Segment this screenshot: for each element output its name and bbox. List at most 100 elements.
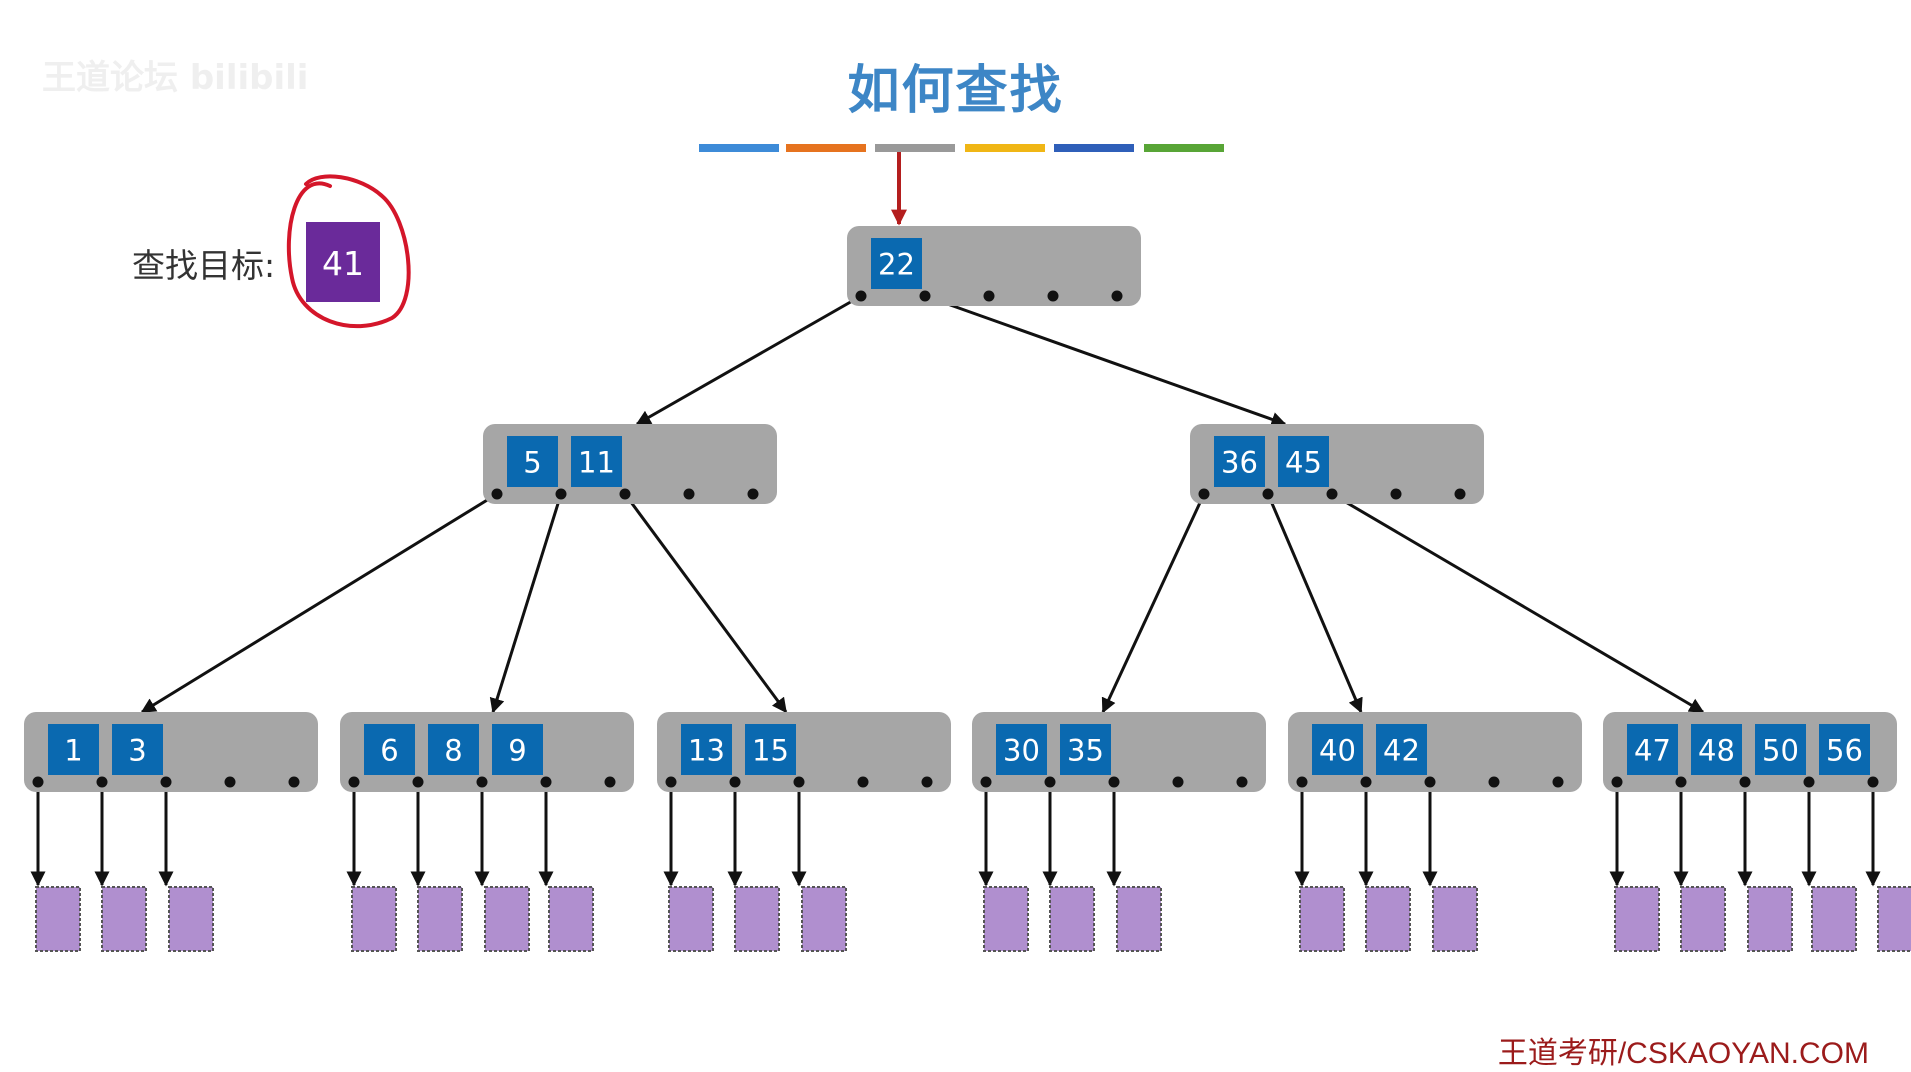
pointer-dot [348, 776, 360, 788]
key-box [1691, 724, 1742, 775]
key-label: 1 [64, 734, 82, 768]
key-label: 50 [1762, 734, 1799, 768]
pointer-dot [1488, 776, 1500, 788]
tree-edge [924, 294, 1287, 427]
leaf-nodes [35, 886, 1911, 952]
tree-edge [623, 493, 788, 714]
tree-edge [1266, 493, 1363, 714]
key-label: 35 [1067, 734, 1104, 768]
pointer-dot [1172, 776, 1184, 788]
pointer-dot [919, 290, 931, 302]
pointer-dot [1360, 776, 1372, 788]
pointer-dot [1111, 290, 1123, 302]
tree-edge [1101, 493, 1206, 714]
leaf-node [484, 886, 530, 952]
pointer-dot [555, 488, 567, 500]
progress-segment [965, 144, 1045, 152]
key-box [507, 436, 558, 487]
pointer-dot [476, 776, 488, 788]
pointer-dot [857, 776, 869, 788]
key-label: 48 [1698, 734, 1735, 768]
leaf-node [1811, 886, 1857, 952]
key-label: 47 [1634, 734, 1671, 768]
key-box [1376, 724, 1427, 775]
pointer-dot [288, 776, 300, 788]
leaf-node [1365, 886, 1411, 952]
key-label: 36 [1221, 446, 1258, 480]
key-label: 56 [1826, 734, 1863, 768]
pointer-dot [665, 776, 677, 788]
target-box [306, 222, 380, 302]
leaf-node [1614, 886, 1660, 952]
key-label: 45 [1285, 446, 1322, 480]
leaf-node [351, 886, 397, 952]
tree-edge [489, 493, 563, 714]
pointer-dot [1675, 776, 1687, 788]
pointer-dot [540, 776, 552, 788]
key-box [1312, 724, 1363, 775]
pointer-dot [412, 776, 424, 788]
page-title: 如何查找 [847, 61, 1064, 121]
leaf-node [1747, 886, 1793, 952]
search-target-label: 查找目标: [132, 246, 276, 285]
key-label: 8 [444, 734, 462, 768]
key-box [1278, 436, 1329, 487]
pointer-dot [1198, 488, 1210, 500]
pointer-dot [1552, 776, 1564, 788]
key-label: 5 [523, 446, 541, 480]
pointer-dot [1108, 776, 1120, 788]
progress-segment [1054, 144, 1134, 152]
pointer-dot [983, 290, 995, 302]
pointer-dot [729, 776, 741, 788]
key-box [1755, 724, 1806, 775]
tree-node: 47 48 50 56 [1603, 712, 1897, 792]
key-box [1214, 436, 1265, 487]
progress-segments [699, 144, 1224, 152]
key-box [112, 724, 163, 775]
progress-segment [1144, 144, 1224, 152]
pointer-dot [1044, 776, 1056, 788]
pointer-dot [793, 776, 805, 788]
leaf-node [1116, 886, 1162, 952]
key-label: 22 [878, 248, 915, 282]
key-box [1819, 724, 1870, 775]
leaf-node [983, 886, 1029, 952]
key-label: 15 [752, 734, 789, 768]
key-box [571, 436, 622, 487]
pointer-dot [1454, 488, 1466, 500]
target-value: 41 [322, 244, 364, 283]
credit-text: 王道考研/CSKAOYAN.COM [1497, 1037, 1869, 1070]
pointer-dot [1326, 488, 1338, 500]
leaf-node [101, 886, 147, 952]
tree-node: 13 15 [657, 712, 951, 792]
progress-segment [875, 144, 955, 152]
leaf-node [1432, 886, 1478, 952]
key-label: 6 [380, 734, 398, 768]
tree-node: 36 45 [1190, 424, 1484, 504]
pointer-dot [1867, 776, 1879, 788]
key-label: 42 [1383, 734, 1420, 768]
watermark: 王道论坛 bilibili [42, 58, 309, 98]
key-box [1060, 724, 1111, 775]
leaf-node [1049, 886, 1095, 952]
pointer-dot [1390, 488, 1402, 500]
pointer-dot [1296, 776, 1308, 788]
leaf-node [734, 886, 780, 952]
pointer-dot [1424, 776, 1436, 788]
key-box [364, 724, 415, 775]
pointer-dot [160, 776, 172, 788]
tree-edge [140, 492, 498, 714]
leaf-node [1299, 886, 1345, 952]
tree-node: 22 [847, 226, 1141, 306]
key-label: 13 [688, 734, 725, 768]
pointer-dot [747, 488, 759, 500]
pointer-dot [855, 290, 867, 302]
key-box [492, 724, 543, 775]
